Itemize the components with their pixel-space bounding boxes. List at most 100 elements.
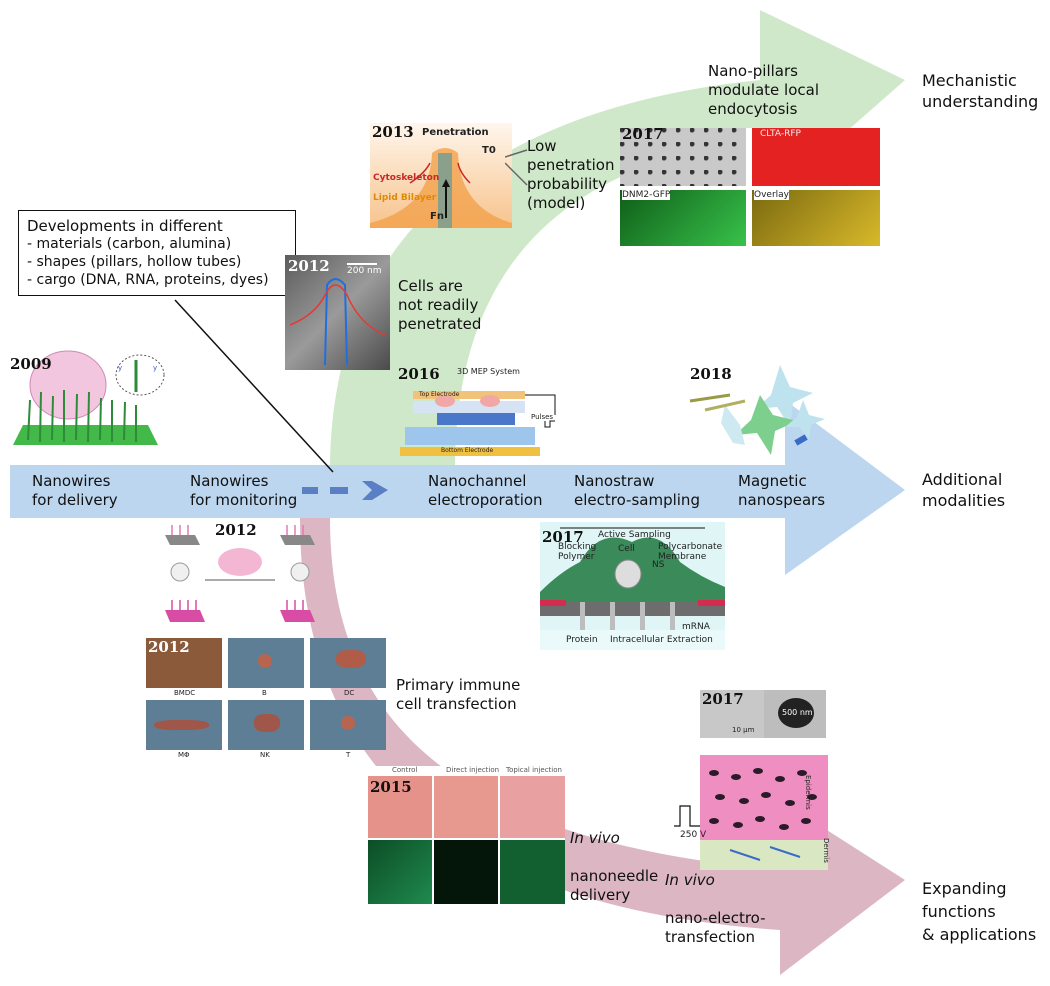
monitoring-schematic-panel — [160, 520, 320, 630]
cell-macrophage — [154, 720, 209, 730]
year-2017-invivo: 2017 — [702, 690, 744, 708]
label-nanowires-delivery: Nanowires for delivery — [32, 472, 118, 509]
scale-200nm: 200 nm — [347, 266, 382, 276]
developments-item: - shapes (pillars, hollow tubes) — [27, 254, 242, 270]
top-electrode-label: Top Electrode — [419, 391, 460, 398]
label-nanoneedle: In vivo nanoneedle delivery — [570, 810, 658, 905]
label-low-penetration: Low penetration probability (model) — [527, 137, 615, 212]
immune-sem-grid: BMDC B DC MΦ NK T — [146, 638, 386, 760]
developments-item: - cargo (DNA, RNA, proteins, dyes) — [27, 272, 269, 288]
label-nk: NK — [260, 751, 270, 759]
pore-image — [778, 698, 814, 728]
cell-label: Cell — [618, 544, 635, 554]
label-t: T — [346, 751, 351, 759]
nanostraw-panel: Active Sampling Blocking Polymer Cell NS… — [540, 522, 725, 650]
developments-item: - materials (carbon, alumina) — [27, 236, 232, 252]
penetration-model-panel: Penetration T0 Cytoskeleton Lipid Bilaye… — [370, 123, 512, 228]
label-macrophage: MΦ — [178, 751, 190, 759]
outcome-expanding: Expanding functions & applications — [922, 879, 1037, 944]
intracellular-label: Intracellular Extraction — [610, 635, 713, 645]
scale-10um: 10 μm — [732, 726, 755, 734]
mep-title: 3D MEP System — [457, 367, 520, 376]
label-electro-transfection: In vivo nano-electro- transfection — [665, 852, 766, 947]
mep-system-panel: 3D MEP System Top Electrode Bottom Elect… — [395, 365, 570, 460]
year-2017-pillars: 2017 — [622, 125, 664, 143]
voltage-label: 250 V — [680, 830, 707, 840]
year-2018: 2018 — [690, 365, 732, 383]
label-bmdc: BMDC — [174, 689, 196, 697]
label-dc: DC — [344, 689, 355, 697]
sem-bmdc — [146, 638, 222, 688]
year-2015: 2015 — [370, 778, 412, 796]
direct-tissue — [434, 776, 498, 838]
developments-heading: Developments in different — [27, 217, 223, 235]
label-nanoneedle-italic: In vivo — [570, 829, 620, 847]
sem-pillar-image — [620, 128, 746, 186]
topical-tissue — [500, 776, 565, 838]
outcome-mechanistic: Mechanistic understanding — [922, 71, 1039, 111]
pulse-symbol — [674, 805, 700, 827]
label-nanowires-monitoring: Nanowires for monitoring — [190, 472, 298, 509]
svg-text:y: y — [118, 364, 122, 372]
topical-label: Topical injection — [506, 766, 562, 774]
label-electro-rest: nano-electro- transfection — [665, 909, 766, 946]
label-b: B — [262, 689, 267, 697]
polycarbonate-label: Polycarbonate Membrane — [658, 542, 723, 562]
nanoneedle-panel: Control Direct injection Topical injecti… — [368, 766, 565, 904]
label-nanochannel-electroporation: Nanochannel electroporation — [428, 472, 543, 509]
epidermis-label: Epidermis — [804, 775, 812, 810]
outcome-additional: Additional modalities — [922, 470, 1006, 510]
dermis-label: Dermis — [822, 838, 830, 863]
lower-curved-arrow — [300, 518, 905, 975]
cell-b — [258, 654, 272, 668]
topical-fluor — [500, 840, 565, 904]
year-2012-immune: 2012 — [148, 638, 190, 656]
label-not-penetrated: Cells are not readily penetrated — [398, 277, 482, 333]
scale-500nm: 500 nm — [782, 708, 813, 717]
cell-dc — [336, 650, 366, 668]
pointer-line — [174, 299, 334, 473]
developments-box: Developments in different - materials (c… — [18, 210, 296, 296]
label-nanostraw-sampling: Nanostraw electro-sampling — [574, 472, 700, 509]
svg-text:y: y — [153, 364, 157, 372]
control-tissue — [368, 776, 432, 838]
skin-tissue-panel: Epidermis — [700, 755, 828, 870]
nanowire-delivery-illustration: y y — [13, 350, 165, 445]
t0-label: T0 — [482, 145, 496, 156]
year-2009: 2009 — [10, 355, 52, 373]
clta-label: CLTA-RFP — [760, 129, 801, 139]
year-2016: 2016 — [398, 365, 440, 383]
middle-arrow — [10, 400, 905, 575]
year-2012-penetration: 2012 — [288, 257, 330, 275]
model-pointer-lines — [505, 149, 528, 186]
upper-curved-arrow — [330, 10, 905, 470]
chip-sem-large: 500 nm — [764, 690, 826, 738]
direct-label: Direct injection — [446, 766, 500, 774]
bottom-electrode-label: Bottom Electrode — [441, 447, 494, 454]
cell-nk — [254, 714, 280, 732]
ns-label: NS — [652, 560, 665, 570]
overlay-label: Overlay — [754, 190, 789, 200]
lipid-bilayer-label: Lipid Bilayer — [373, 193, 437, 203]
label-primary-immune: Primary immune cell transfection — [396, 676, 521, 713]
year-2017-straw: 2017 — [542, 528, 584, 546]
year-2012-monitoring: 2012 — [215, 521, 257, 539]
control-fluor — [368, 840, 432, 904]
label-magnetic-nanospears: Magnetic nanospears — [738, 472, 826, 509]
pulses-label: Pulses — [531, 413, 554, 421]
label-nanoneedle-rest: nanoneedle delivery — [570, 867, 659, 904]
clta-image — [752, 128, 880, 186]
year-2013: 2013 — [372, 123, 414, 141]
penetration-tem-panel: 200 nm — [285, 255, 390, 370]
label-electro-italic: In vivo — [665, 871, 715, 889]
control-label: Control — [392, 766, 418, 774]
cytoskeleton-label: Cytoskeleton — [373, 173, 440, 183]
mrna-label: mRNA — [682, 622, 710, 632]
cell-t — [341, 716, 355, 730]
direct-fluor — [434, 840, 498, 904]
protein-label: Protein — [566, 635, 598, 645]
pillar-imaging-panel: CLTA-RFP DNM2-GFP Overlay — [620, 128, 880, 246]
dashed-arrow — [302, 481, 388, 500]
